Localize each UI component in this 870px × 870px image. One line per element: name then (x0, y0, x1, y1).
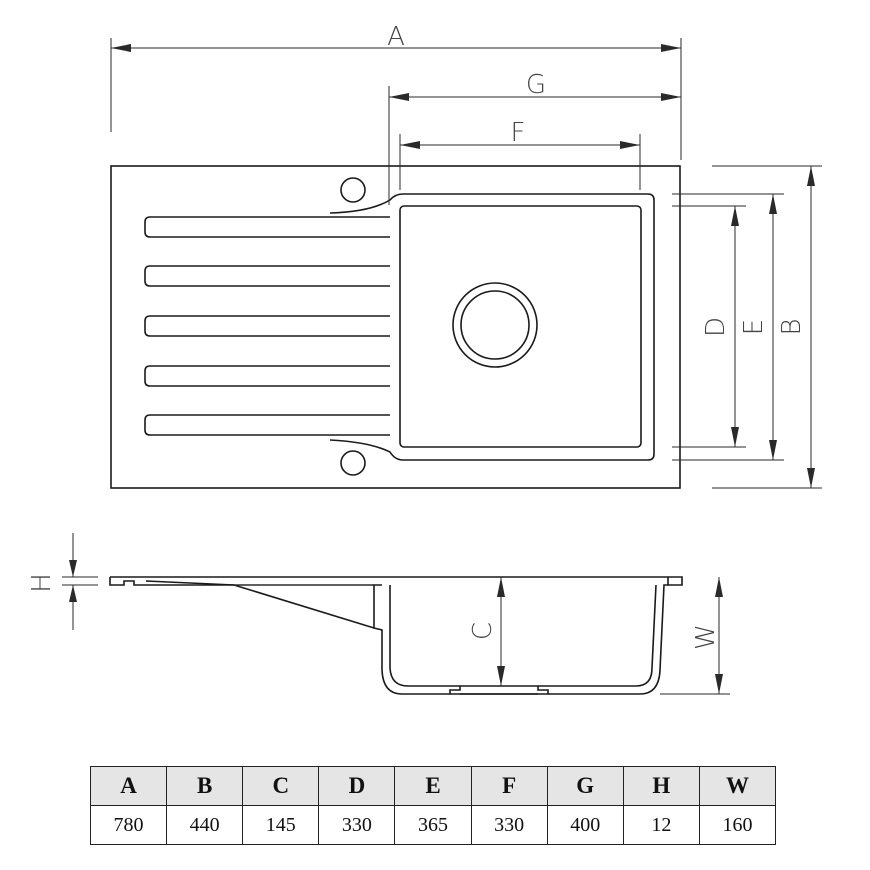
dimension-f: F (399, 118, 641, 190)
dimension-label-b: B (777, 318, 807, 335)
tap-hole-bottom (340, 450, 366, 476)
dimension-label-e: E (739, 319, 769, 335)
table-cell: 780 (89, 805, 168, 845)
sink-outline (110, 165, 681, 489)
table-cell: 145 (242, 805, 320, 845)
dimension-label-h: H (27, 573, 57, 593)
dimension-e: E (672, 193, 784, 461)
table-header: W (698, 766, 777, 806)
dimension-d: D (672, 205, 746, 448)
groove (144, 414, 390, 436)
table-cell: 400 (546, 805, 624, 845)
dimension-label-c: C (468, 622, 498, 640)
table-cell: 365 (394, 805, 472, 845)
table-header: A (89, 766, 168, 806)
dimension-label-w: W (691, 624, 721, 650)
table-cell: 160 (698, 805, 777, 845)
groove (144, 265, 390, 287)
table-header: F (470, 766, 548, 806)
dimension-label-a: A (387, 22, 405, 52)
drainer-grooves (144, 216, 390, 436)
dimension-b: B (712, 165, 822, 489)
table-header-row: A B C D E F G H W (89, 766, 777, 806)
drainer-lip (109, 577, 382, 586)
top-profile (110, 576, 683, 586)
table-header: H (622, 766, 700, 806)
bowl-outer-rim (329, 193, 655, 461)
drain-outer-ring (452, 282, 538, 368)
bowl-inner-wall (389, 584, 657, 687)
bowl-outer-wall (373, 584, 668, 695)
table-cell: 440 (166, 805, 244, 845)
drainer-underside (145, 580, 375, 629)
dimension-h: H (27, 533, 98, 630)
table-header: D (318, 766, 396, 806)
table-cell: 12 (622, 805, 700, 845)
groove (144, 315, 390, 337)
table-header: B (166, 766, 244, 806)
dimension-label-d: D (701, 317, 731, 337)
tap-hole-top (340, 177, 366, 203)
table-header: G (546, 766, 624, 806)
table-values-row: 780 440 145 330 365 330 400 12 160 (89, 805, 777, 845)
dimension-c: C (468, 577, 505, 686)
sink-top-view (110, 165, 681, 489)
dimension-w: W (660, 577, 730, 695)
dimension-label-g: G (526, 70, 546, 100)
dimension-label-f: F (511, 118, 526, 148)
groove (144, 365, 390, 387)
sink-technical-drawing: A G F D E B (27, 22, 822, 695)
dimension-g: G (388, 70, 681, 205)
groove (144, 216, 390, 238)
drain-inner-ring (460, 290, 530, 360)
sink-side-view (109, 576, 683, 695)
dimension-a: A (110, 22, 682, 160)
table-header: E (394, 766, 472, 806)
bowl-inner (399, 205, 642, 448)
dimensions-table: A B C D E F G H W 780 440 145 330 365 33… (89, 766, 777, 845)
drain-flange-left (449, 686, 461, 694)
table-header: C (242, 766, 320, 806)
table-cell: 330 (470, 805, 548, 845)
drain-flange-right (537, 686, 549, 694)
table-cell: 330 (318, 805, 396, 845)
